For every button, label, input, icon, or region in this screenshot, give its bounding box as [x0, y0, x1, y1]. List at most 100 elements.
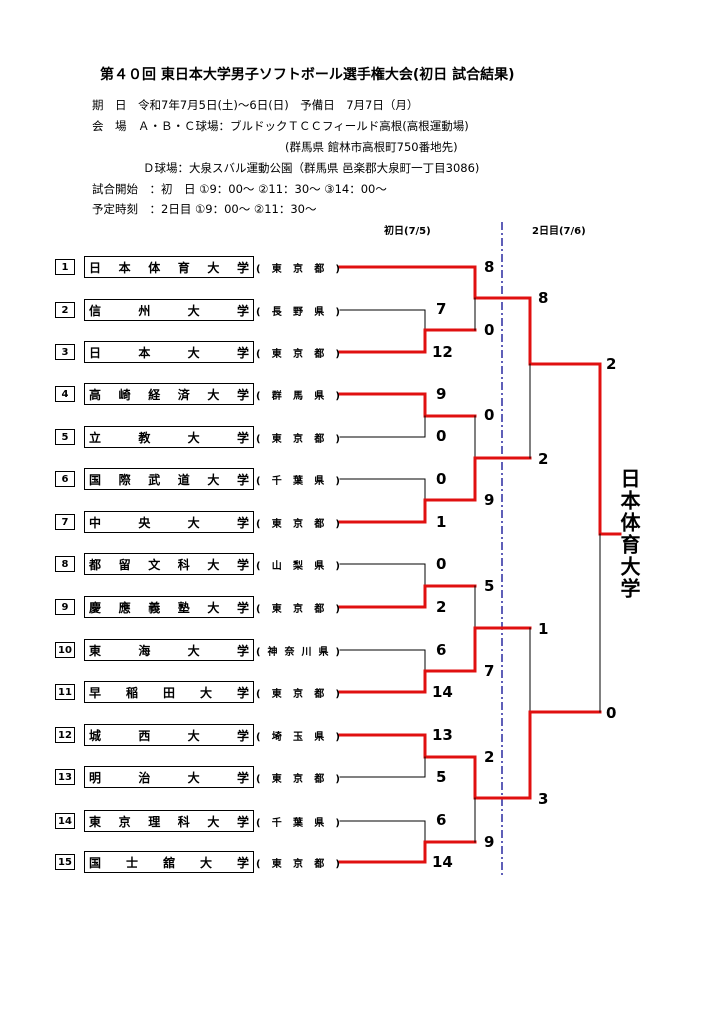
info-dates: 期 日 令和7年7月5日(土)～6日(日) 予備日 7月7日（月）	[92, 98, 419, 112]
team-name: 東海大学	[89, 643, 249, 658]
score-r1-10: 6	[436, 641, 447, 659]
team-name-box: 早稲田大学	[84, 681, 254, 703]
r1-line-14	[339, 820, 426, 843]
info-start-day1: 試合開始 ：初 日 ①9：00～ ②11：30～ ③14：00～	[92, 182, 387, 196]
team-prefecture: (千葉県)	[256, 817, 340, 829]
team-name: 国際武道大学	[89, 472, 249, 487]
info-venue1: 会 場 Ａ・Ｂ・Ｃ球場：ブルドックＴＣＣフィールド高根(高根運動場)	[92, 119, 469, 133]
score-r2-1213: 2	[484, 748, 495, 766]
team-name: 信州大学	[89, 303, 249, 318]
r1-line-9	[338, 584, 477, 609]
r1-line-2	[339, 309, 426, 331]
team-prefecture: (東京都)	[256, 603, 340, 615]
score-final-top: 2	[606, 355, 617, 373]
team-name-box: 城西大学	[84, 724, 254, 746]
team-name-box: 慶應義塾大学	[84, 596, 254, 618]
score-r1-11: 14	[432, 683, 453, 701]
team-seed: 5	[55, 429, 75, 445]
team-prefecture: (神奈川県)	[256, 646, 340, 658]
team-name: 東京理科大学	[89, 814, 249, 829]
team-prefecture: (山梨県)	[256, 560, 340, 572]
team-name-box: 信州大学	[84, 299, 254, 321]
r1-line-11	[338, 669, 477, 694]
score-r1-12: 13	[432, 726, 453, 744]
score-r2-1011: 7	[484, 662, 495, 680]
team-prefecture: (長野県)	[256, 306, 340, 318]
score-r1-6: 0	[436, 470, 447, 488]
score-r3-b: 2	[538, 450, 549, 468]
score-r1-4: 9	[436, 385, 447, 403]
info-start-day2: 予定時刻 ：2日目 ①9：00～ ②11：30～	[92, 202, 317, 216]
r1-line-12	[338, 733, 477, 759]
score-r2-1415: 9	[484, 833, 495, 851]
team-name: 中央大学	[89, 515, 249, 530]
team-seed: 10	[55, 642, 75, 658]
team-name: 都留文科大学	[89, 557, 249, 572]
score-final-bottom: 0	[606, 704, 617, 722]
r1-line-7	[338, 498, 477, 524]
team-name-box: 日本大学	[84, 341, 254, 363]
page-title: 第４０回 東日本大学男子ソフトボール選手権大会(初日 試合結果)	[100, 67, 515, 83]
team-seed: 1	[55, 259, 75, 275]
team-name: 国士舘大学	[89, 855, 249, 870]
team-name-box: 都留文科大学	[84, 553, 254, 575]
team-prefecture: (東京都)	[256, 858, 340, 870]
day2-label: 2日目(7/6)	[532, 226, 586, 237]
score-r3-c: 1	[538, 620, 549, 638]
team-name-box: 国際武道大学	[84, 468, 254, 490]
team-name-box: 高崎経済大学	[84, 383, 254, 405]
score-r3-a: 8	[538, 289, 549, 307]
r3-line-a	[528, 296, 602, 366]
team-seed: 11	[55, 684, 75, 700]
team-seed: 9	[55, 599, 75, 615]
score-r1-13: 5	[436, 768, 447, 786]
team-name-box: 東海大学	[84, 639, 254, 661]
info-venue1-address: (群馬県 館林市高根町750番地先)	[285, 140, 458, 154]
team-seed: 14	[55, 813, 75, 829]
team-prefecture: (東京都)	[256, 263, 340, 275]
score-r2-45: 0	[484, 406, 495, 424]
r2-line-67	[473, 456, 532, 502]
team-name: 日本体育大学	[89, 260, 249, 275]
score-r1-3: 12	[432, 343, 453, 361]
team-name-box: 明治大学	[84, 766, 254, 788]
team-seed: 7	[55, 514, 75, 530]
team-name-box: 日本体育大学	[84, 256, 254, 278]
score-r2-89: 5	[484, 577, 495, 595]
r1-line-1	[338, 265, 532, 300]
team-prefecture: (東京都)	[256, 518, 340, 530]
team-seed: 4	[55, 386, 75, 402]
score-r1-2: 7	[436, 300, 447, 318]
team-name: 立教大学	[89, 430, 249, 445]
score-r1-14: 6	[436, 811, 447, 829]
score-r2-67: 9	[484, 491, 495, 509]
team-name-box: 東京理科大学	[84, 810, 254, 832]
r1-line-4	[338, 392, 477, 418]
score-r1-7: 1	[436, 513, 447, 531]
r1-line-6	[339, 478, 426, 501]
score-r1-15: 14	[432, 853, 453, 871]
team-prefecture: (東京都)	[256, 688, 340, 700]
team-name: 城西大学	[89, 728, 249, 743]
team-seed: 12	[55, 727, 75, 743]
score-r3-d: 3	[538, 790, 549, 808]
r1-line-8	[339, 563, 426, 587]
r1-line-10	[339, 649, 426, 672]
score-r1-5: 0	[436, 427, 447, 445]
team-name-box: 国士舘大学	[84, 851, 254, 873]
team-name: 日本大学	[89, 345, 249, 360]
team-name-box: 立教大学	[84, 426, 254, 448]
team-name: 慶應義塾大学	[89, 600, 249, 615]
team-prefecture: (埼玉県)	[256, 731, 340, 743]
score-r2-23: 0	[484, 321, 495, 339]
team-name: 明治大学	[89, 770, 249, 785]
team-seed: 2	[55, 302, 75, 318]
team-seed: 3	[55, 344, 75, 360]
team-seed: 13	[55, 769, 75, 785]
team-prefecture: (東京都)	[256, 773, 340, 785]
team-seed: 15	[55, 854, 75, 870]
r1-line-3	[338, 328, 477, 354]
r1-line-5	[339, 415, 426, 438]
day1-label: 初日(7/5)	[384, 226, 431, 237]
